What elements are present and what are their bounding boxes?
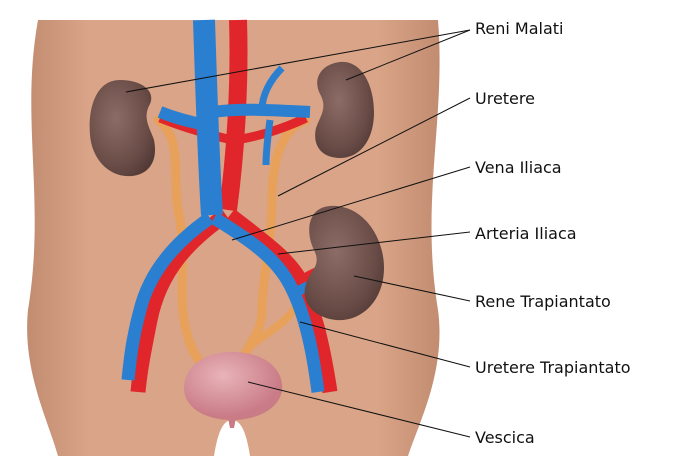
label-reni-malati: Reni Malati bbox=[475, 19, 564, 38]
vein-branch-2 bbox=[266, 120, 270, 165]
vena-cava bbox=[204, 20, 212, 215]
bladder bbox=[184, 352, 282, 420]
label-uretere: Uretere bbox=[475, 89, 535, 108]
label-vena-iliaca: Vena Iliaca bbox=[475, 158, 562, 177]
label-arteria-iliaca: Arteria Iliaca bbox=[475, 224, 577, 243]
right-renal-vein bbox=[212, 110, 310, 112]
label-rene-trapiantato: Rene Trapiantato bbox=[475, 292, 611, 311]
label-uretere-trapiantato: Uretere Trapiantato bbox=[475, 358, 631, 377]
label-vescica: Vescica bbox=[475, 428, 535, 447]
urethra bbox=[228, 418, 236, 428]
